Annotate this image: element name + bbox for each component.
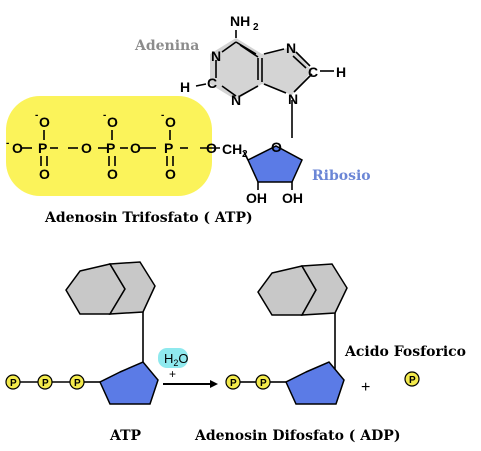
atom-phosphorus-beta: P <box>106 140 115 156</box>
water-formula: H2O <box>164 351 189 368</box>
atom-ch2-subscript: 2 <box>242 149 248 160</box>
adp-phosphate-ball-1 <box>225 374 241 390</box>
atp-phosphate-ball-1 <box>5 374 21 390</box>
atom-adenine-n1: N <box>211 48 221 64</box>
water-bubble <box>158 348 188 368</box>
products-plus-sign: + <box>361 379 370 396</box>
atom-o-terminal-left: O <box>12 140 23 156</box>
free-phosphate-p-symbol: P <box>409 375 416 386</box>
phosphate-chain-atoms: O - P O - O O P O - O O P O - O O <box>6 110 217 182</box>
atom-o-gamma-bottom: O <box>39 166 50 182</box>
ribosio-label: Ribosio <box>312 168 371 184</box>
charge-o-gamma-top: - <box>35 110 38 121</box>
hydrolysis-reaction: P P P ATP H2O + P P Adenosi <box>5 261 466 444</box>
atom-adenine-c2: C <box>207 75 217 91</box>
charge-o-alpha-top: - <box>161 110 164 121</box>
acido-fosforico-label: Acido Fosforico <box>344 344 466 360</box>
atom-adenine-c8: C <box>308 64 318 80</box>
atom-o-gamma-top: O <box>39 114 50 130</box>
atp-phosphate-ball-3 <box>69 374 85 390</box>
atom-o-bridge-3: O <box>206 140 217 156</box>
atom-o-alpha-bottom: O <box>165 166 176 182</box>
phosphate-chain-bonds <box>22 130 220 166</box>
atp-schematic: P P P ATP <box>5 261 159 444</box>
atom-adenine-n3: N <box>231 92 241 108</box>
adenina-label: Adenina <box>134 38 199 54</box>
charge-o-beta-top: - <box>103 110 106 121</box>
adp-p-symbol-1: P <box>230 378 237 389</box>
adp-p-symbol-2: P <box>260 378 267 389</box>
atom-nh2: NH <box>230 13 250 29</box>
atp-phosphate-ball-2 <box>37 374 53 390</box>
adp-schematic: P P Adenosin Difosfato ( ADP) <box>194 263 400 444</box>
atp-structure: NH 2 N C H N N C H N Adenina O OH OH CH … <box>6 13 371 226</box>
atp-p-symbol-1: P <box>10 378 17 389</box>
atom-o-alpha-top: O <box>165 114 176 130</box>
atp-p-symbol-3: P <box>74 378 81 389</box>
atp-ribose-pentagon <box>99 361 159 405</box>
atom-nh2-subscript: 2 <box>253 22 259 33</box>
atom-adenine-n7: N <box>286 40 296 56</box>
adp-label: Adenosin Difosfato ( ADP) <box>194 428 400 444</box>
adenine-five-ring <box>262 47 312 95</box>
free-phosphate-ball <box>404 371 420 387</box>
atom-oh-left: OH <box>246 190 267 206</box>
adenine-bonds <box>195 30 334 138</box>
reaction-arrow-head <box>210 380 218 388</box>
phosphate-highlight <box>6 96 212 196</box>
atom-o-beta-top: O <box>107 114 118 130</box>
atom-adenine-h8: H <box>336 64 346 80</box>
atom-adenine-h2: H <box>180 79 190 95</box>
atom-o-beta-bottom: O <box>107 166 118 182</box>
adenine-six-ring <box>210 38 262 100</box>
atom-o-bridge-1: O <box>81 140 92 156</box>
atom-ch2: CH <box>222 141 242 157</box>
plus-over-arrow: + <box>169 367 176 381</box>
atom-adenine-n9: N <box>288 91 298 107</box>
adenine-atoms: NH 2 N C H N N C H N <box>180 13 346 108</box>
atp-label: ATP <box>109 428 142 444</box>
atom-phosphorus-gamma: P <box>38 140 47 156</box>
atom-oh-right: OH <box>282 190 303 206</box>
atp-p-symbol-2: P <box>42 378 49 389</box>
reaction-arrow-group: H2O + <box>158 348 218 388</box>
adp-phosphate-ball-2 <box>255 374 271 390</box>
ribose-bonds <box>243 151 293 190</box>
atom-ribose-oxygen: O <box>271 139 282 155</box>
ribose-ring <box>247 145 303 183</box>
charge-o-terminal-left: - <box>6 138 9 149</box>
atom-phosphorus-alpha: P <box>164 140 173 156</box>
atp-caption: Adenosin Trifosfato ( ATP) <box>44 210 253 226</box>
atom-o-bridge-2: O <box>130 140 141 156</box>
